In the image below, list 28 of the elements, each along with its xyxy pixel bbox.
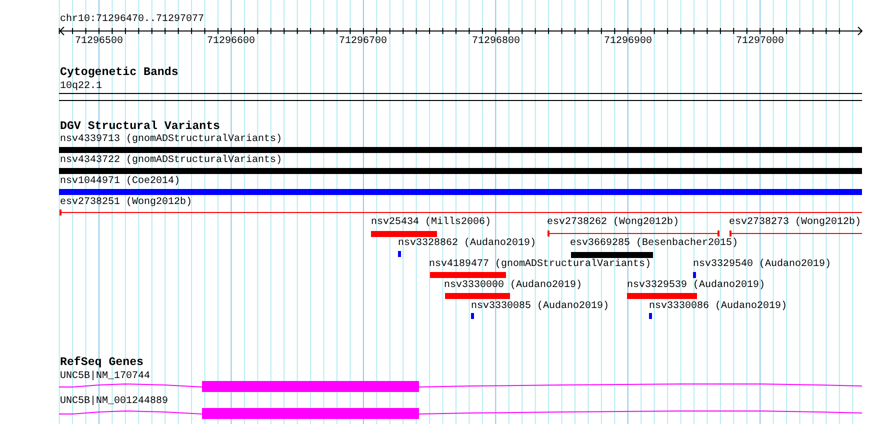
- position-label: chr10:71296470..71297077: [60, 14, 204, 25]
- feature-label: esv3669285 (Besenbacher2015): [570, 238, 738, 249]
- track-heading: Cytogenetic Bands: [60, 67, 178, 79]
- coordinate-label: 71296700: [339, 36, 388, 47]
- coordinate-label: 71296900: [604, 36, 652, 47]
- feature-label: nsv3328862 (Audano2019): [398, 238, 536, 249]
- coordinate-label: 71296500: [75, 36, 124, 47]
- feature-label: nsv3330086 (Audano2019): [649, 301, 788, 312]
- coordinate-label: 71297000: [736, 36, 784, 47]
- feature-label: nsv3330000 (Audano2019): [444, 280, 582, 291]
- coordinate-label: 71296800: [472, 36, 520, 47]
- gene-label: UNC5B|NM_001244889: [60, 396, 168, 407]
- feature-label: nsv3329540 (Audano2019): [693, 259, 832, 270]
- feature-label: esv2738251 (Wong2012b): [60, 197, 192, 208]
- feature-label: nsv3330085 (Audano2019): [471, 301, 610, 312]
- track-heading: DGV Structural Variants: [60, 121, 220, 133]
- feature-label: nsv3329539 (Audano2019): [627, 280, 766, 291]
- feature-label: nsv25434 (Mills2006): [371, 217, 492, 228]
- coordinate-label: 71296600: [207, 36, 256, 47]
- feature-label: nsv4343722 (gnomADStructuralVariants): [60, 155, 282, 166]
- feature-label: nsv4339713 (gnomADStructuralVariants): [60, 134, 282, 145]
- feature-label: esv2738273 (Wong2012b): [729, 217, 862, 228]
- feature-label: nsv4189477 (gnomADStructuralVariants): [429, 259, 652, 270]
- band-label: 10q22.1: [60, 81, 102, 92]
- feature-label: nsv1044971 (Coe2014): [60, 176, 180, 187]
- feature-label: esv2738262 (Wong2012b): [547, 217, 680, 228]
- track-heading: RefSeq Genes: [60, 357, 144, 369]
- gene-label: UNC5B|NM_170744: [60, 371, 150, 382]
